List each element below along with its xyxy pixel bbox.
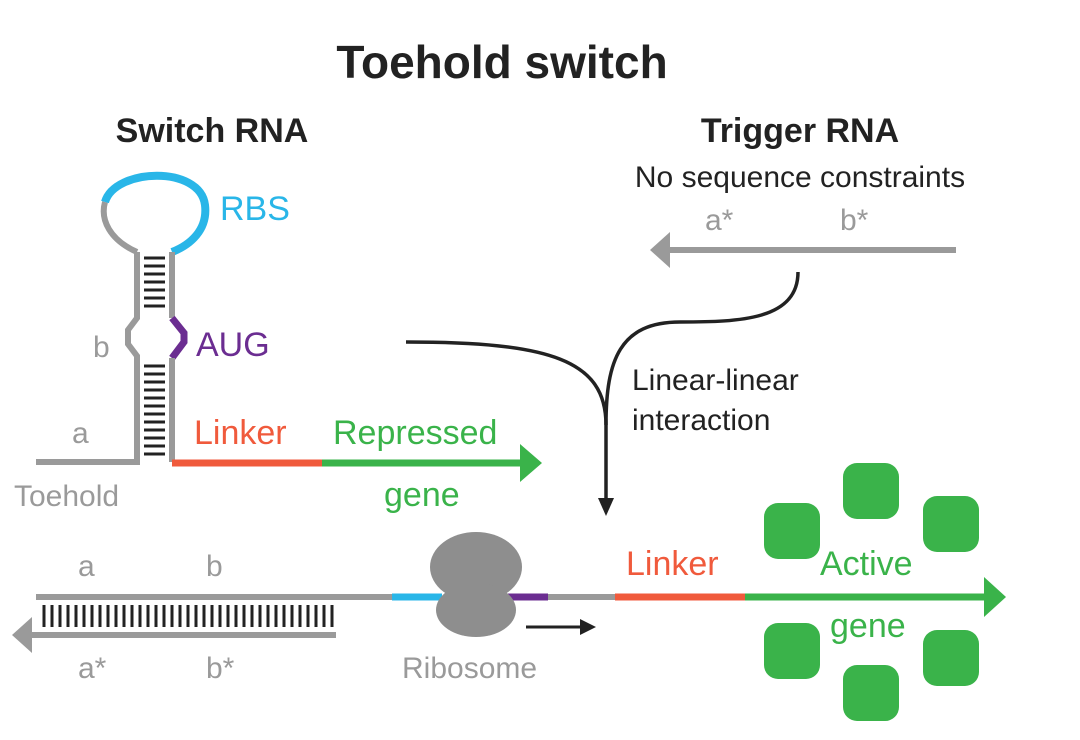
trigger-domain-a-star-label: a* xyxy=(705,204,734,237)
switch-rna-heading: Switch RNA xyxy=(116,112,309,150)
ribosome-small-subunit xyxy=(436,583,516,637)
repressed-gene-arrowhead xyxy=(520,444,542,482)
translation-direction-arrowhead xyxy=(580,619,596,635)
stem-left-strand xyxy=(36,252,140,465)
trigger-rna-heading: Trigger RNA xyxy=(701,112,899,150)
rbs-loop xyxy=(101,171,210,256)
interaction-arrowhead xyxy=(598,498,614,516)
interaction-arrow: Linear-linear interaction xyxy=(405,271,800,516)
complex-trigger-arrowhead xyxy=(12,617,32,653)
complex-domain-b-label: b xyxy=(206,550,223,583)
trigger-strand-arrowhead xyxy=(650,232,670,268)
aug-label: AUG xyxy=(196,326,270,364)
switch-trigger-complex: a b a* b* Ribosome Linker Active gene xyxy=(12,463,1006,721)
trigger-domain-b-star-label: b* xyxy=(840,204,869,237)
complex-domain-b-star-label: b* xyxy=(206,652,235,685)
switch-domain-b-label: b xyxy=(93,331,110,364)
expressed-proteins xyxy=(764,463,979,721)
ribosome-large-subunit xyxy=(430,532,522,602)
interaction-label-line1: Linear-linear xyxy=(632,364,799,397)
protein-block xyxy=(923,630,979,686)
complex-domain-a-label: a xyxy=(78,550,95,583)
switch-rna: Switch RNA xyxy=(14,112,542,514)
diagram-title: Toehold switch xyxy=(336,36,667,88)
aug-bulge xyxy=(169,315,188,361)
interaction-label-line2: interaction xyxy=(632,404,770,437)
toehold-label: Toehold xyxy=(14,480,119,513)
ribosome xyxy=(430,532,522,637)
repressed-gene-label-line1: Repressed xyxy=(333,414,497,452)
protein-block xyxy=(764,623,820,679)
active-gene-arrowhead xyxy=(984,577,1006,617)
rbs-label: RBS xyxy=(220,190,290,228)
protein-block xyxy=(764,503,820,559)
switch-domain-a-label: a xyxy=(72,417,89,450)
protein-block xyxy=(923,496,979,552)
trigger-rna-subtitle: No sequence constraints xyxy=(635,161,965,194)
complex-domain-a-star-label: a* xyxy=(78,652,107,685)
active-gene-label-line1: Active xyxy=(820,545,913,583)
complex-base-pairs xyxy=(42,605,334,627)
switch-linker-label: Linker xyxy=(194,414,287,452)
active-gene-label-line2: gene xyxy=(830,607,906,645)
protein-block xyxy=(843,463,899,519)
trigger-rna: Trigger RNA No sequence constraints a* b… xyxy=(635,112,965,268)
complex-linker-label: Linker xyxy=(626,545,719,583)
ribosome-label: Ribosome xyxy=(402,652,537,685)
interaction-curve-right xyxy=(604,271,800,426)
repressed-gene-label-line2: gene xyxy=(384,476,460,514)
stem-base-pairs xyxy=(144,256,165,456)
protein-block xyxy=(843,665,899,721)
hairpin-loop-gray xyxy=(100,201,139,255)
